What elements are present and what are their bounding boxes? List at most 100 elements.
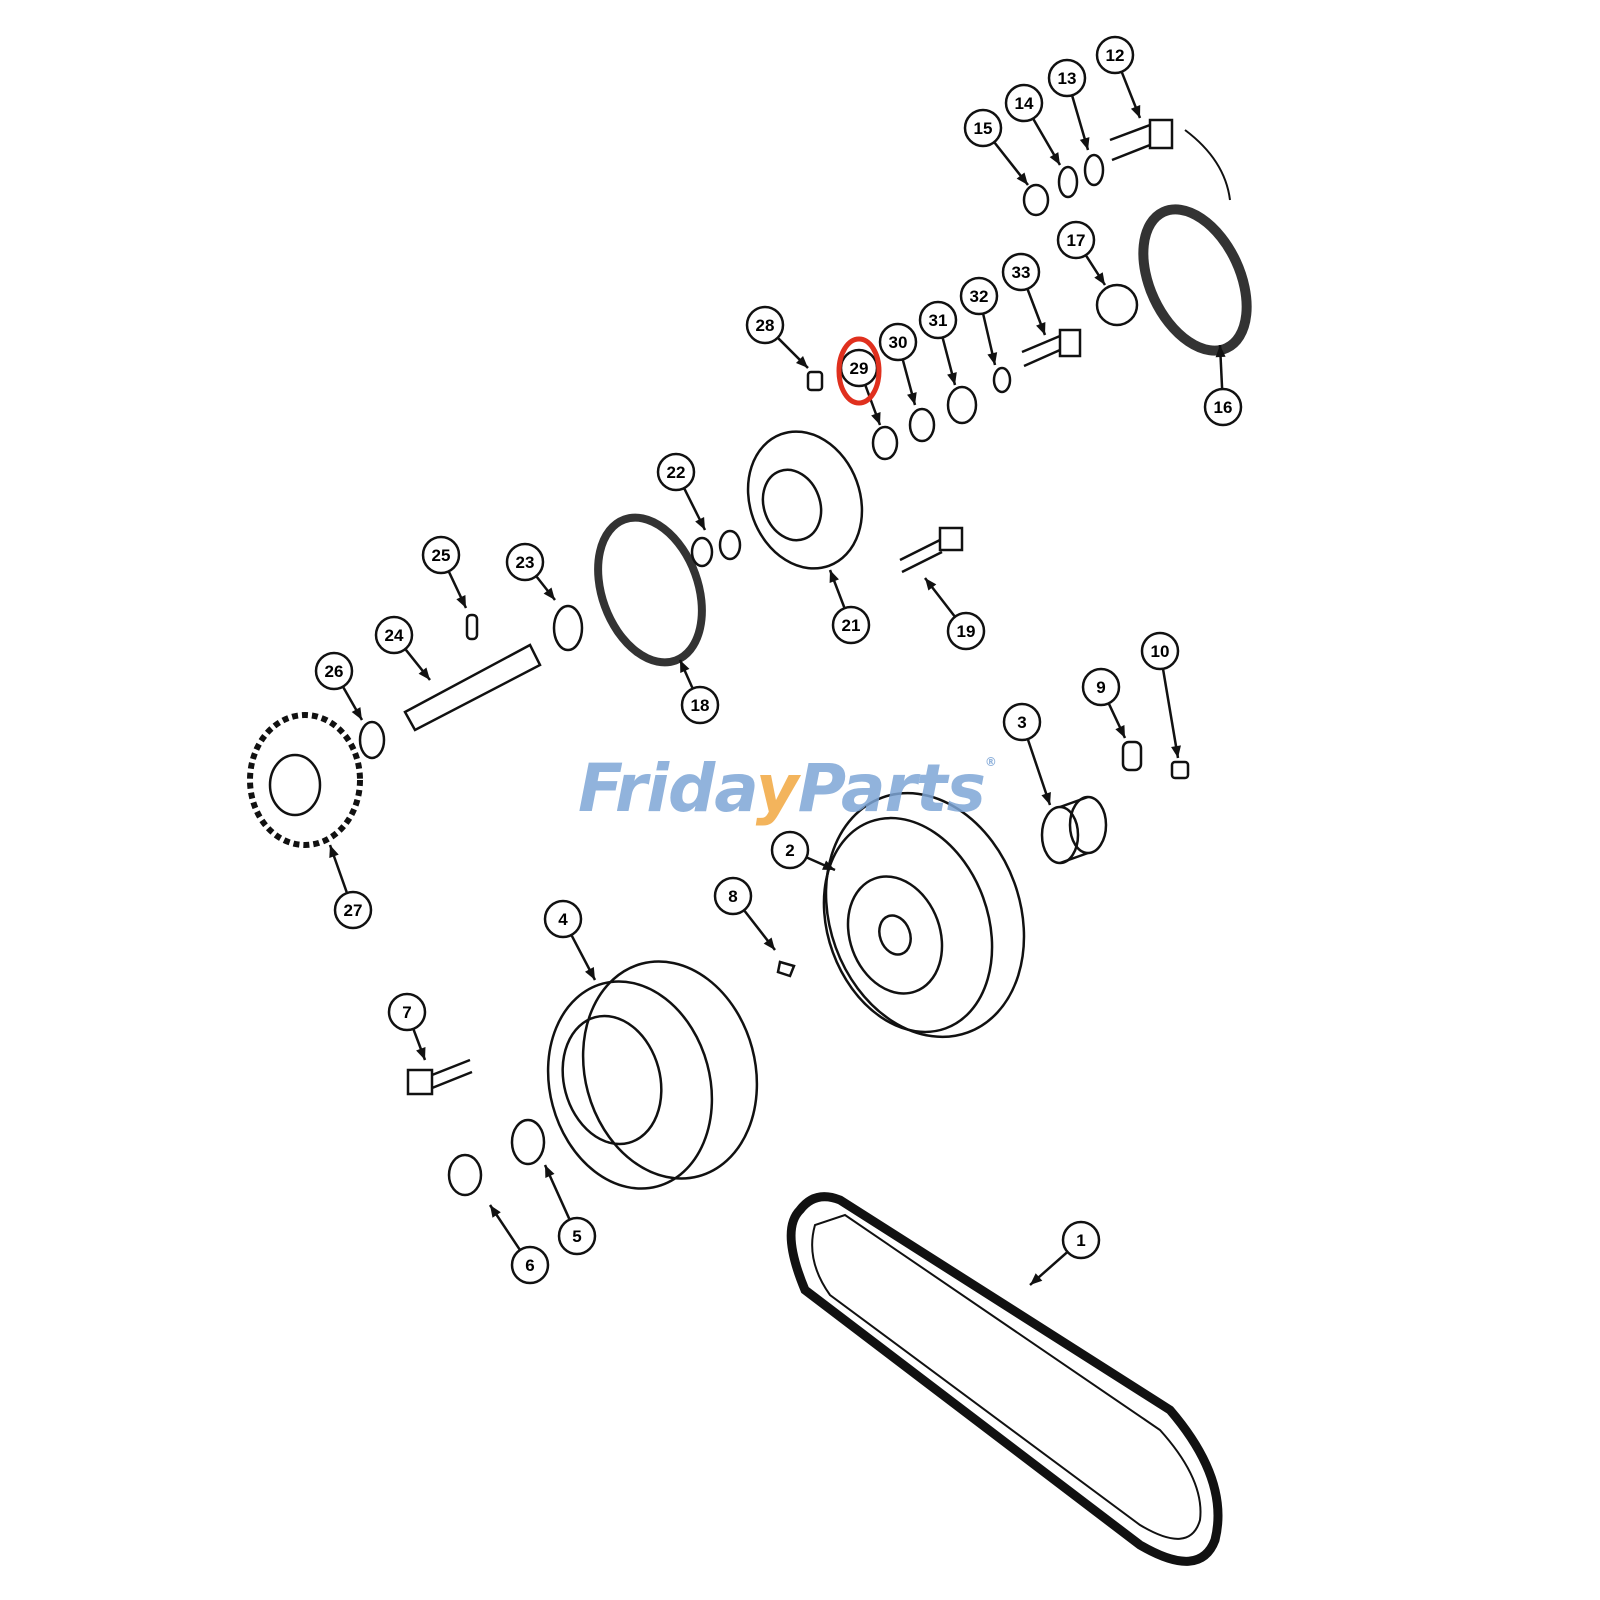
part-washer-5 [510,1118,546,1166]
part-gasket-18 [594,513,706,667]
callout-number: 6 [525,1256,534,1275]
arrowhead [1130,105,1141,118]
callout-number: 31 [929,311,948,330]
arrowhead [925,578,937,591]
arrowhead [1079,137,1090,150]
callout-14: 14 [1004,83,1062,166]
part-bolt-12 [1109,118,1174,162]
arrowhead [1036,322,1046,335]
callout-25: 25 [421,535,468,609]
callout-1: 1 [1029,1220,1101,1286]
callout-circle [314,651,354,691]
callout-number: 5 [572,1227,581,1246]
arrowhead [987,352,998,365]
callout-number: 18 [691,696,710,715]
arrowhead [947,372,957,385]
callout-circle [1004,83,1044,123]
callout-number: 24 [385,626,404,645]
callout-number: 8 [728,887,737,906]
arrowhead [545,1165,555,1178]
callout-7: 7 [387,992,427,1061]
callout-circle [387,992,427,1032]
arrowhead [680,660,690,673]
callout-number: 2 [785,841,794,860]
callout-17: 17 [1056,220,1107,286]
callout-circle [1001,252,1041,292]
callout-number: 1 [1076,1231,1085,1250]
part-plug-10 [1170,760,1190,780]
callout-number: 25 [432,546,451,565]
callout-number: 17 [1067,231,1086,250]
callout-circle [963,108,1003,148]
part-washer-13 [1083,153,1105,187]
callout-24: 24 [374,615,431,681]
part-pump-pulley [546,960,759,1190]
callout-10: 10 [1140,631,1181,759]
part-pin-9 [1121,740,1143,772]
arrowhead [418,667,430,680]
callout-circle [680,685,720,725]
callout-4: 4 [543,899,597,981]
part-bushing-31 [946,385,978,425]
part-nut-6 [447,1153,483,1197]
callout-21: 21 [828,569,871,645]
callout-number: 10 [1151,642,1170,661]
callout-circle [1056,220,1096,260]
part-gear-27 [247,712,363,848]
callout-circle [421,535,461,575]
part-crank-pulley [822,791,1026,1039]
callout-number: 23 [516,553,535,572]
callout-16: 16 [1203,344,1243,427]
arrowhead [1016,172,1028,185]
arrowhead [1041,792,1051,805]
callout-number: 28 [756,316,775,335]
arrowhead [695,517,705,530]
callout-number: 30 [889,333,908,352]
callout-5: 5 [543,1164,597,1256]
part-plug-28 [806,370,824,392]
part-pump-housing [746,430,864,570]
callout-number: 27 [344,901,363,920]
callout-13: 13 [1047,58,1090,151]
callout-12: 12 [1095,35,1142,119]
callout-number: 22 [667,463,686,482]
callout-19: 19 [924,577,986,651]
arrowhead [490,1205,501,1218]
arrowhead [763,937,775,950]
callout-number: 9 [1096,678,1105,697]
callout-circle [557,1216,597,1256]
part-bolt-33 [1021,328,1082,368]
fridayparts-watermark: FridayParts® [578,756,997,822]
callout-number: 12 [1106,46,1125,65]
part-key-8 [776,960,796,978]
callout-number: 32 [970,287,989,306]
part-nut-15 [1022,183,1050,217]
watermark-text-y: y [755,750,799,827]
callout-circle [713,876,753,916]
part-impeller-17 [1095,283,1139,327]
callout-number: 19 [957,622,976,641]
part-washer-32 [992,366,1012,394]
callout-number: 21 [842,616,861,635]
arrowhead [416,1047,426,1060]
callout-number: 3 [1017,713,1026,732]
callout-8: 8 [713,876,776,951]
callout-circle [770,830,810,870]
arrowhead [829,570,839,583]
callout-31: 31 [918,300,958,386]
callout-number: 13 [1058,69,1077,88]
callout-23: 23 [505,542,556,601]
callout-circle [505,542,545,582]
part-washer-30 [908,407,936,443]
callout-circle [333,890,373,930]
watermark-text-2: Parts [797,750,986,827]
callout-number: 15 [974,119,993,138]
part-washer-23 [552,604,584,652]
callout-circle [946,611,986,651]
leader-arrow [1161,669,1180,759]
watermark-text-1: Frida [578,750,757,827]
callout-32: 32 [959,276,999,366]
arrowhead [456,595,466,608]
arrowhead [907,392,917,405]
